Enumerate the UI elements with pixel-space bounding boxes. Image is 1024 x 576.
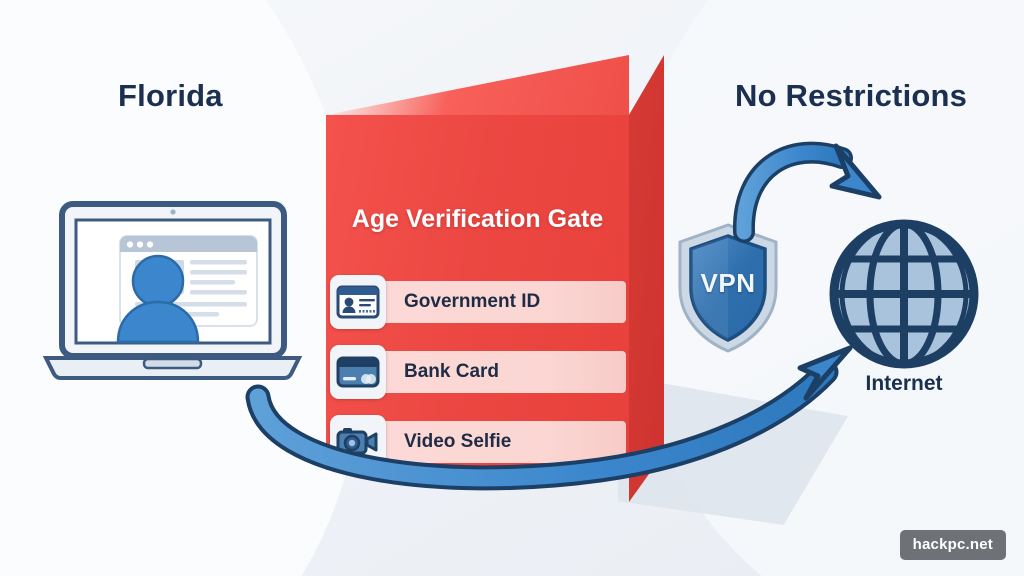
bypass-arrow-around — [245, 345, 853, 491]
vpn-label: VPN — [700, 268, 756, 298]
verification-method-label: Bank Card — [404, 361, 500, 382]
gate-side-face — [629, 55, 664, 502]
user-laptop — [40, 198, 305, 390]
shield-icon — [678, 223, 778, 353]
globe-icon — [829, 219, 979, 369]
credit-card-icon — [330, 345, 386, 399]
user-avatar-icon — [116, 254, 200, 344]
vpn-shield — [672, 222, 784, 354]
internet-globe — [828, 218, 980, 370]
laptop-icon — [42, 201, 303, 381]
right-title: No Restrictions — [735, 78, 968, 113]
verification-method-row[interactable]: Government ID — [330, 275, 626, 329]
left-title: Florida — [118, 78, 223, 113]
age-verification-gate: Age Verification Gate — [300, 55, 848, 525]
internet-label: Internet — [865, 372, 943, 395]
verification-method-label: Video Selfie — [404, 431, 512, 452]
bypass-arrow-over — [732, 141, 882, 243]
gate-title: Age Verification Gate — [351, 205, 604, 233]
verification-method-label: Government ID — [404, 291, 541, 312]
watermark-badge: hackpc.net — [899, 530, 1006, 560]
verification-method-row[interactable]: Bank Card — [330, 345, 626, 399]
id-card-icon — [330, 275, 386, 329]
verification-method-row[interactable]: Video Selfie — [330, 415, 626, 469]
